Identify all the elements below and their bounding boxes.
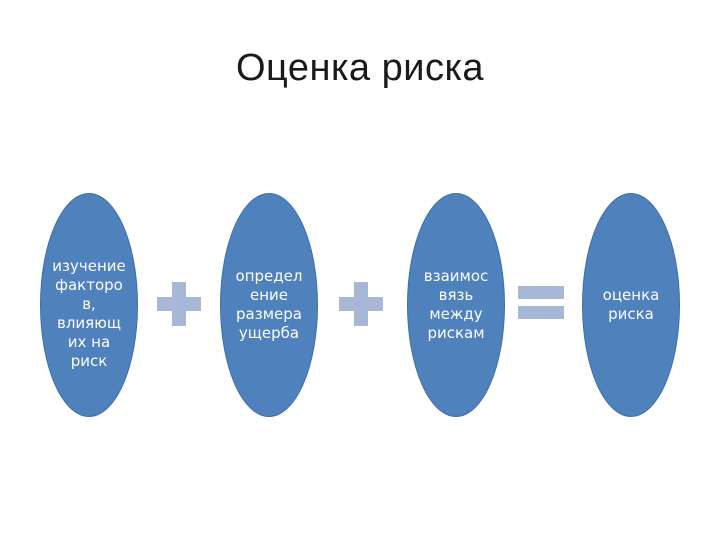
equals-icon-graphic: [518, 286, 564, 319]
step-ellipse-risk-relations: взаимос вязь между рискам: [407, 193, 505, 417]
plus-icon: [155, 280, 203, 328]
plus-icon-graphic: [157, 282, 201, 326]
step-label: изучение факторо в, влияющ их на риск: [52, 257, 126, 370]
step-ellipse-study-factors: изучение факторо в, влияющ их на риск: [40, 193, 138, 417]
step-label: определ ение размера ущерба: [235, 267, 303, 342]
step-label: взаимос вязь между рискам: [423, 267, 489, 342]
step-label: оценка риска: [602, 286, 660, 323]
step-ellipse-damage-size: определ ение размера ущерба: [220, 193, 318, 417]
plus-icon-graphic: [339, 282, 383, 326]
equals-icon: [516, 278, 564, 326]
step-ellipse-risk-assessment: оценка риска: [582, 193, 680, 417]
page-title: Оценка риска: [235, 47, 485, 89]
plus-icon: [337, 280, 385, 328]
